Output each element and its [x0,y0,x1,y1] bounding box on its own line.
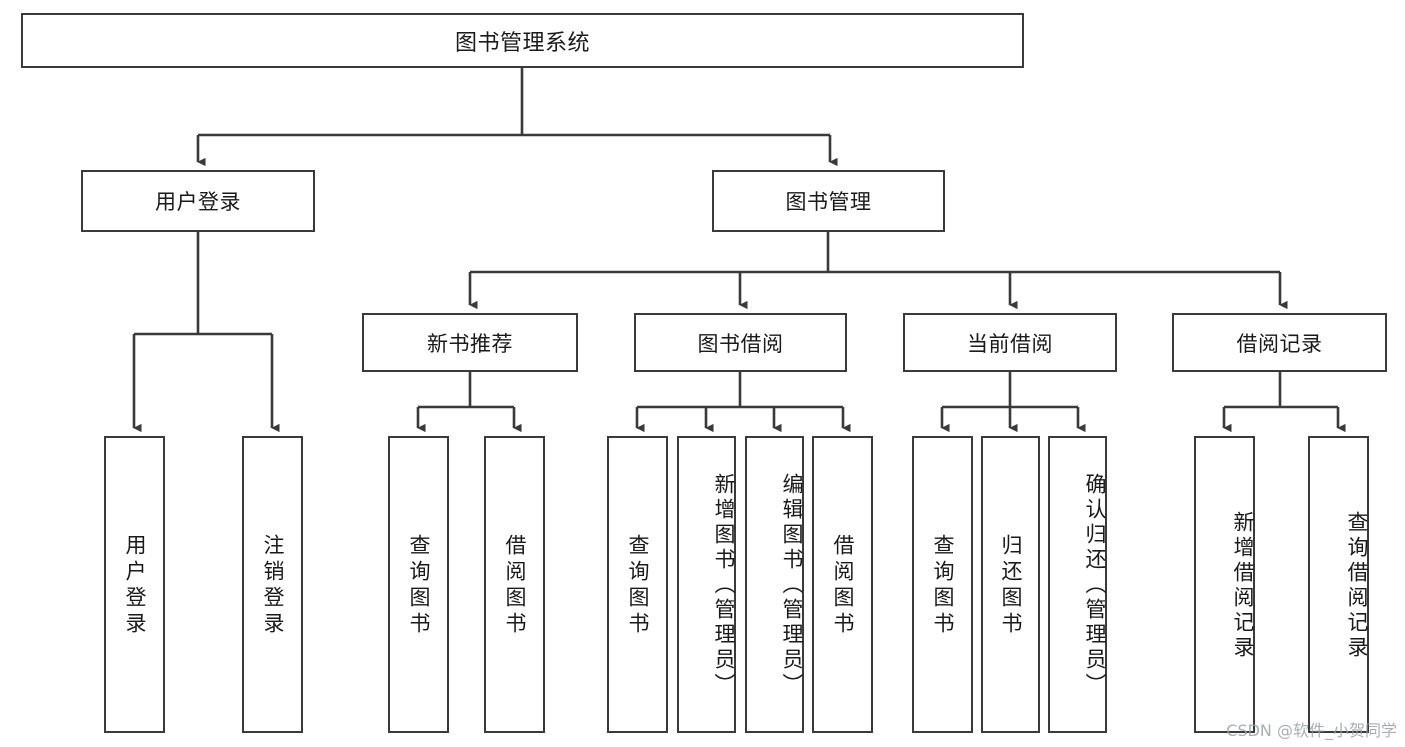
node-label: 确认归还（管理员） [1083,473,1107,698]
leaf-add-borrow-record[interactable]: 新增借阅记录 [1194,436,1255,733]
node-label: 查询图书 [626,533,650,638]
node-label: 图书借阅 [697,331,784,356]
leaf-borrow-book[interactable]: 借阅图书 [812,436,873,733]
node-label: 新书推荐 [427,331,513,356]
node-label: 用户登录 [155,190,241,214]
leaf-query-book-current[interactable]: 查询图书 [912,436,973,733]
leaf-confirm-return-admin[interactable]: 确认归还（管理员） [1048,436,1107,733]
node-label: 归还图书 [999,533,1023,638]
leaf-return-book[interactable]: 归还图书 [981,436,1040,733]
leaf-query-book-recommend[interactable]: 查询图书 [388,436,449,733]
node-label: 查询图书 [407,533,431,638]
node-label: 查询借阅记录 [1345,510,1369,661]
node-root-book-management-system[interactable]: 图书管理系统 [21,13,1024,68]
node-label: 编辑图书（管理员） [780,473,804,698]
leaf-borrow-book-recommend[interactable]: 借阅图书 [484,436,545,733]
node-book-borrow[interactable]: 图书借阅 [634,313,847,372]
node-label: 图书管理系统 [454,30,590,56]
node-label: 注销登录 [261,533,285,638]
node-label: 用户登录 [123,533,147,638]
node-label: 当前借阅 [967,331,1053,356]
node-label: 新增图书（管理员） [712,473,736,698]
node-current-borrow[interactable]: 当前借阅 [903,313,1117,372]
node-label: 新增借阅记录 [1231,510,1255,661]
leaf-logout[interactable]: 注销登录 [242,436,303,733]
node-label: 查询图书 [931,533,955,638]
watermark: CSDN @软件_小贺同学 [1226,721,1397,740]
node-label: 借阅图书 [503,533,527,638]
node-label: 借阅记录 [1236,331,1323,356]
leaf-query-borrow-record[interactable]: 查询借阅记录 [1308,436,1369,733]
node-user-login[interactable]: 用户登录 [81,170,315,232]
node-book-management[interactable]: 图书管理 [712,170,945,232]
leaf-user-login[interactable]: 用户登录 [104,436,165,733]
node-new-book-recommend[interactable]: 新书推荐 [362,313,578,372]
leaf-add-book-admin[interactable]: 新增图书（管理员） [677,436,736,733]
node-label: 图书管理 [785,190,872,214]
leaf-query-book-borrow[interactable]: 查询图书 [607,436,668,733]
leaf-edit-book-admin[interactable]: 编辑图书（管理员） [745,436,804,733]
node-label: 借阅图书 [831,533,855,638]
node-borrow-record[interactable]: 借阅记录 [1172,313,1387,372]
